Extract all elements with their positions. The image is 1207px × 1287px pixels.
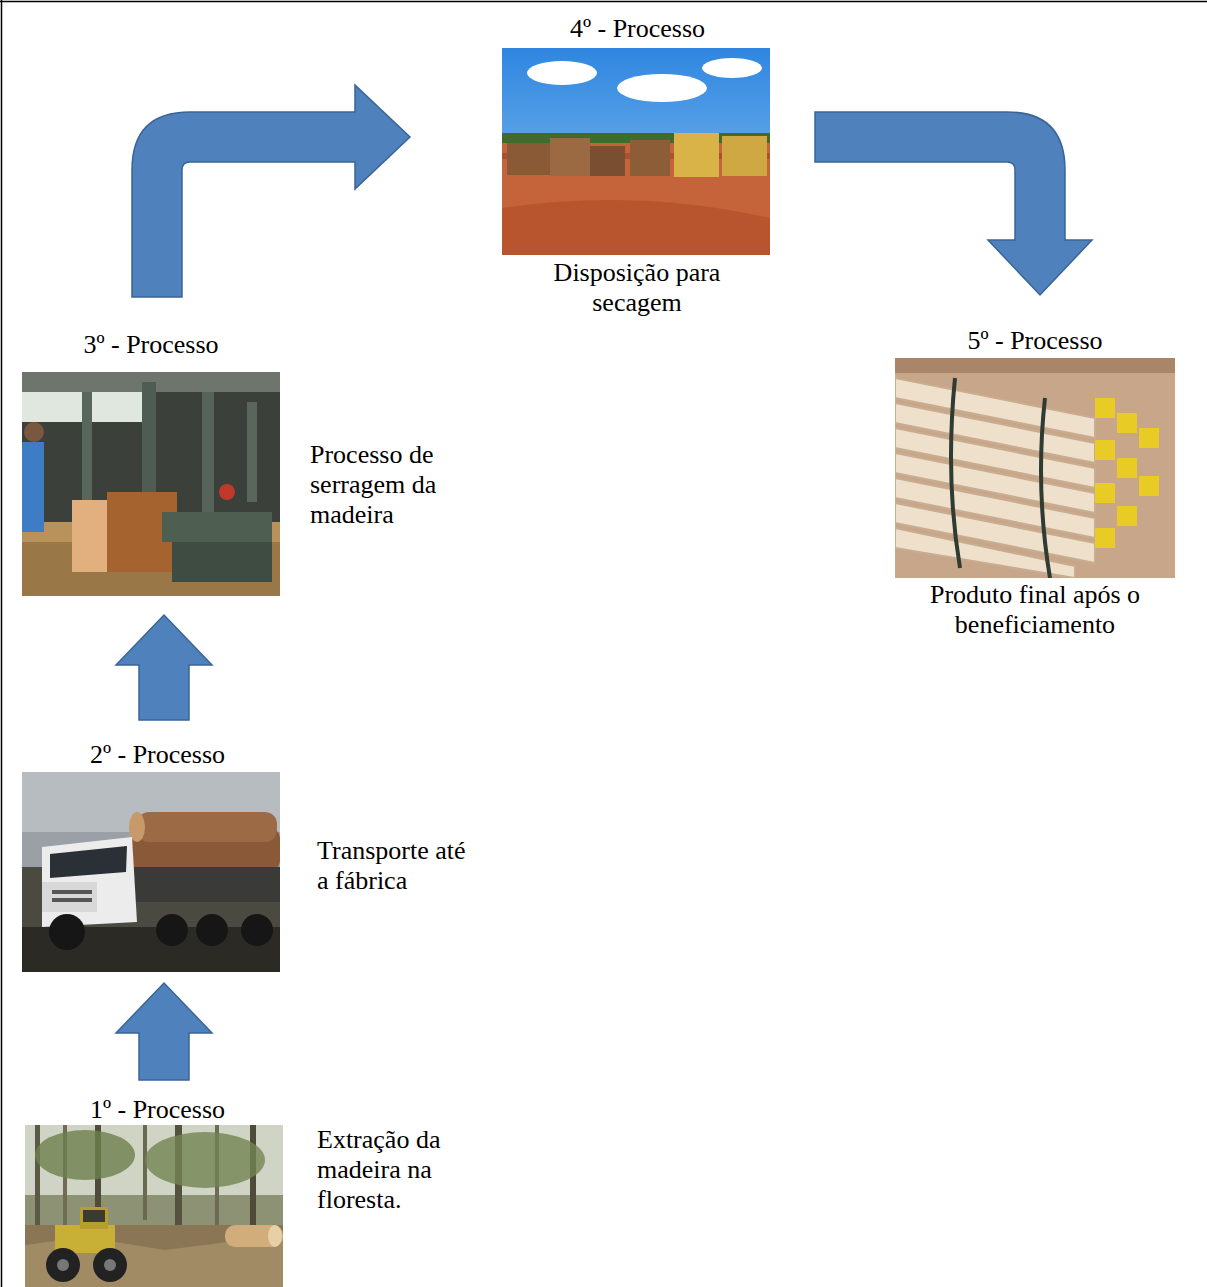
sawmill-photo [82, 392, 92, 512]
lumber-photo [1095, 398, 1159, 548]
drying-yard-photo [502, 200, 770, 255]
drying-yard-photo [617, 74, 707, 102]
truck-photo [132, 867, 280, 902]
truck-photo [241, 914, 273, 946]
drying-yard-photo [590, 146, 625, 176]
step-description: Transporte até a fábrica [317, 836, 467, 896]
process-step: 1º - ProcessoExtração da madeira na flor… [20, 1095, 480, 1287]
forest-photo [93, 1248, 127, 1282]
truck-photo [42, 882, 97, 912]
process-step: 4º - ProcessoDisposição para secagem [495, 14, 780, 324]
block-arrow [116, 615, 212, 720]
sawmill-photo [22, 442, 44, 532]
sawmill-photo [22, 372, 280, 596]
sawmill-photo [24, 422, 44, 442]
step-description: Extração da madeira na floresta. [317, 1125, 467, 1215]
lumber-photo [1139, 428, 1159, 448]
step-description: Produto final após o beneficiamento [890, 580, 1180, 640]
truck-photo [52, 898, 92, 902]
block-arrow [116, 983, 212, 1080]
forest-photo [143, 1125, 147, 1220]
lumber-photo [951, 378, 960, 568]
lumber-photo [951, 378, 1050, 578]
step-heading: 3º - Processo [20, 330, 282, 360]
frame-lines [0, 1, 1207, 3]
step-heading: 1º - Processo [20, 1095, 295, 1125]
truck-photo [137, 812, 277, 842]
lumber-photo [1095, 398, 1115, 418]
drying-yard-photo [722, 136, 767, 176]
step-description: Disposição para secagem [522, 258, 752, 318]
step-heading: 5º - Processo [885, 326, 1185, 356]
sawmill-photo [22, 372, 280, 596]
sawmill-photo [202, 392, 214, 522]
step-heading: 4º - Processo [495, 14, 780, 44]
truck-photo [22, 772, 280, 972]
process-step: 5º - ProcessoProduto final após o benefi… [885, 326, 1185, 646]
truck-photo [50, 846, 127, 878]
sawmill-photo [219, 484, 235, 500]
truck-photo [22, 772, 280, 972]
truck-photo [42, 837, 137, 927]
lumber-photo [1117, 458, 1137, 478]
drying-yard-photo [502, 48, 770, 255]
sawmill-photo [172, 542, 272, 582]
forest-photo [268, 1225, 282, 1247]
process-step: 3º - ProcessoProcesso de serragem da mad… [20, 330, 480, 598]
forest-photo [57, 1259, 69, 1271]
frame-lines [1, 0, 3, 1287]
drying-yard-photo [702, 58, 762, 78]
lumber-photo [1095, 528, 1115, 548]
forest-photo [25, 1125, 283, 1287]
drying-yard-photo [674, 133, 719, 177]
forest-photo [80, 1207, 108, 1229]
process-step: 2º - ProcessoTransporte até a fábrica [20, 740, 480, 975]
drying-yard-photo [507, 143, 552, 175]
forest-photo [35, 1130, 135, 1180]
forest-photo [46, 1248, 80, 1282]
forest-photo [25, 1125, 283, 1287]
drying-yard-photo [527, 61, 597, 85]
lumber-photo [1095, 483, 1115, 503]
truck-photo [196, 914, 228, 946]
block-arrow [132, 85, 410, 297]
sawmill-photo [22, 372, 280, 596]
lumber-photo [1117, 413, 1137, 433]
lumber-photo [1041, 398, 1050, 578]
sawmill-photo [162, 512, 272, 542]
sawmill-photo [247, 402, 257, 502]
drying-yard-photo [502, 48, 770, 255]
truck-photo [22, 772, 280, 972]
step-description: Processo de serragem da madeira [310, 440, 460, 530]
truck-photo [49, 914, 85, 950]
drying-yard-photo [630, 140, 670, 176]
lumber-photo [1095, 440, 1115, 460]
forest-photo [225, 1225, 283, 1247]
lumber-photo [895, 358, 1175, 578]
lumber-photo [1139, 476, 1159, 496]
forest-photo [35, 1125, 40, 1235]
forest-photo [104, 1259, 116, 1271]
drying-yard-photo [502, 48, 770, 255]
lumber-photo [895, 378, 1095, 578]
truck-photo [156, 914, 188, 946]
truck-photo [52, 890, 92, 894]
drying-yard-photo [550, 138, 590, 176]
lumber-photo [895, 358, 1175, 578]
forest-photo [145, 1132, 265, 1188]
step-heading: 2º - Processo [20, 740, 295, 770]
lumber-photo [1117, 506, 1137, 526]
forest-photo [25, 1125, 283, 1287]
block-arrow [815, 112, 1092, 295]
lumber-photo [895, 358, 1175, 578]
forest-photo [25, 1225, 283, 1287]
lumber-photo [895, 358, 1175, 373]
forest-photo [83, 1210, 105, 1222]
